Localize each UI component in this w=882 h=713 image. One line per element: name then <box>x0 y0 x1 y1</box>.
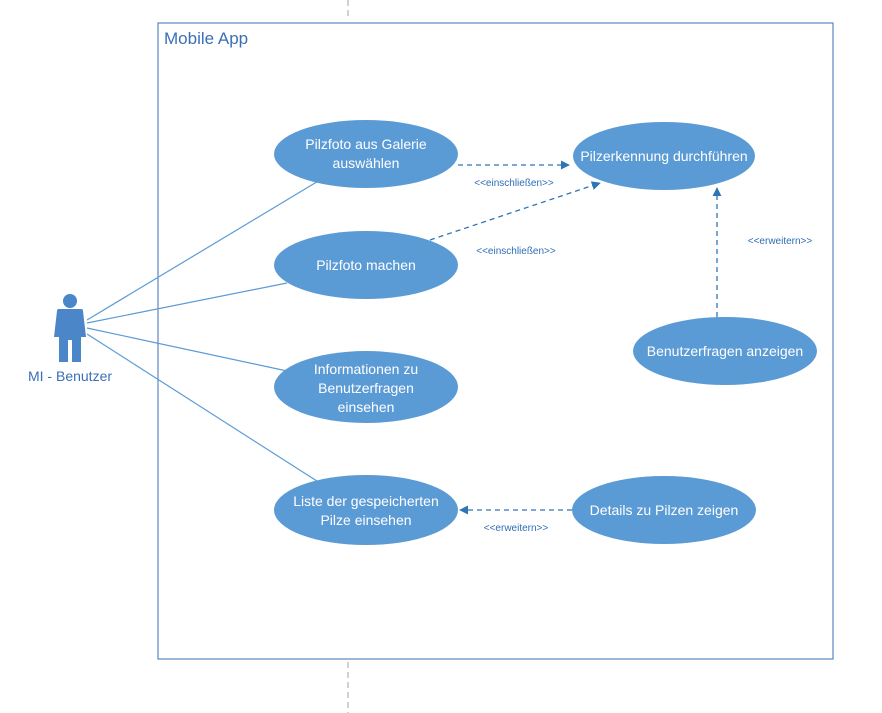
actor-person-icon[interactable] <box>54 294 86 362</box>
system-title: Mobile App <box>164 29 248 48</box>
include-label-1: <<einschließen>> <box>474 178 554 189</box>
association-photo <box>86 282 288 324</box>
use-case-list[interactable]: Liste der gespeicherten Pilze einsehen <box>274 475 458 545</box>
use-case-details-line-1: Details zu Pilzen zeigen <box>590 502 739 518</box>
use-case-photo-line-1: Pilzfoto machen <box>316 257 416 273</box>
use-case-info-line-1: Informationen zu <box>314 361 418 377</box>
use-case-photo[interactable]: Pilzfoto machen <box>274 231 458 299</box>
association-gallery <box>86 179 321 321</box>
association-list <box>86 333 321 484</box>
use-case-info[interactable]: Informationen zu Benutzerfragen einsehen <box>274 351 458 423</box>
use-case-gallery-line-1: Pilzfoto aus Galerie <box>305 136 427 152</box>
include-label-2: <<einschließen>> <box>476 246 556 257</box>
extend-label-1: <<erweitern>> <box>748 236 813 247</box>
use-case-details[interactable]: Details zu Pilzen zeigen <box>572 476 756 544</box>
include-photo-recognition <box>429 181 601 241</box>
use-case-list-line-1: Liste der gespeicherten <box>293 493 439 509</box>
use-case-questions-line-1: Benutzerfragen anzeigen <box>647 343 803 359</box>
actor-label: MI - Benutzer <box>28 368 112 384</box>
use-case-gallery[interactable]: Pilzfoto aus Galerie auswählen <box>274 120 458 188</box>
use-case-gallery-line-2: auswählen <box>333 155 400 171</box>
use-case-recognition-line-1: Pilzerkennung durchführen <box>580 148 747 164</box>
use-case-info-line-3: einsehen <box>338 399 395 415</box>
use-case-info-line-2: Benutzerfragen <box>318 380 414 396</box>
association-info <box>86 327 288 372</box>
use-case-recognition[interactable]: Pilzerkennung durchführen <box>573 122 755 190</box>
extend-label-2: <<erweitern>> <box>484 523 549 534</box>
use-case-questions[interactable]: Benutzerfragen anzeigen <box>633 317 817 385</box>
use-case-list-line-2: Pilze einsehen <box>320 512 411 528</box>
